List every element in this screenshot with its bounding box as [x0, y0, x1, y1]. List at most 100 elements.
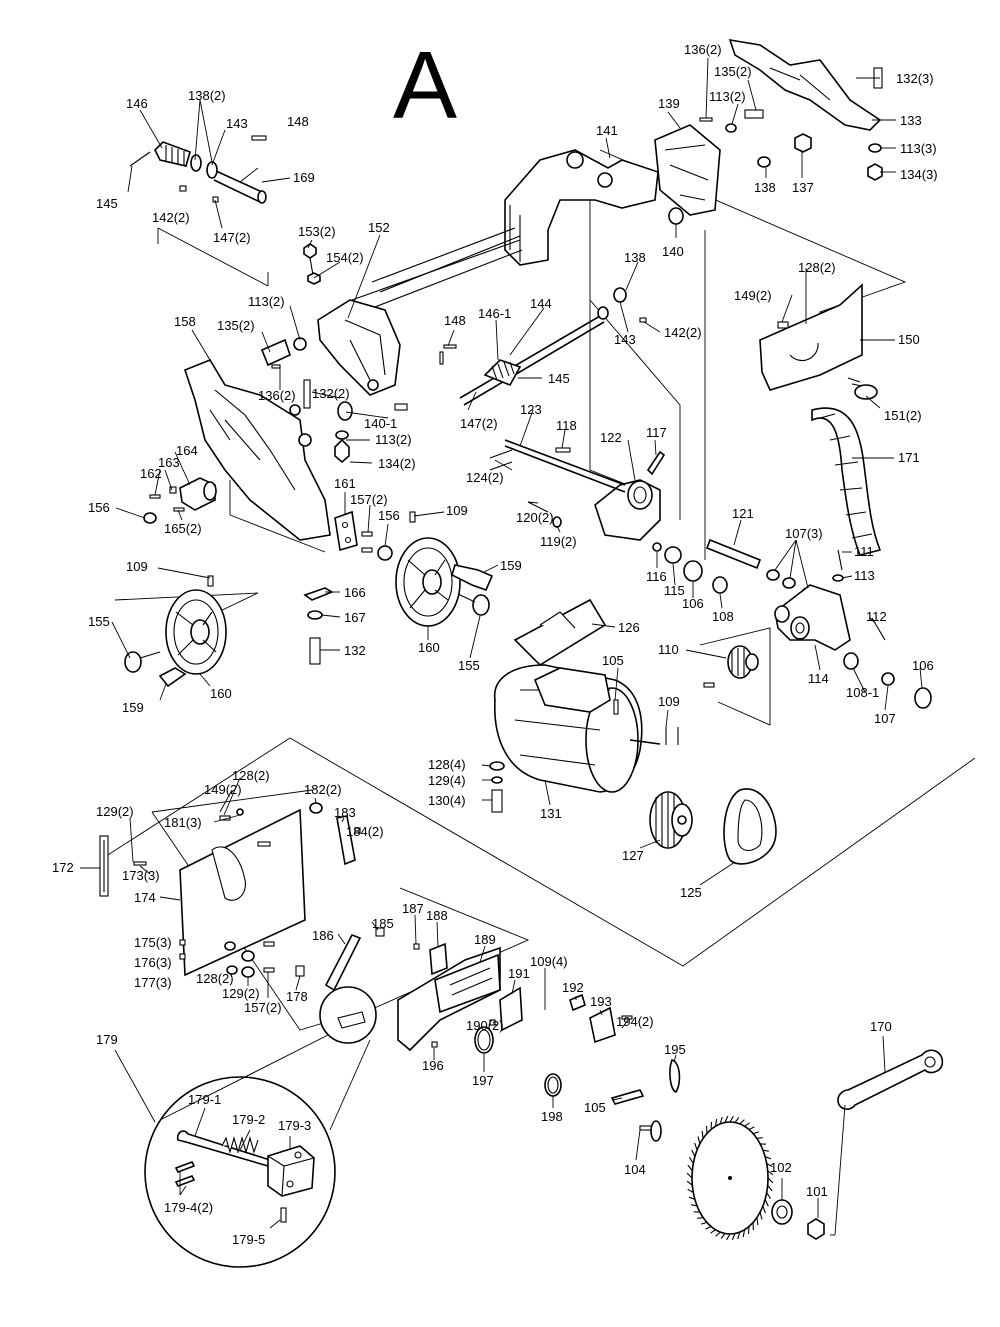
label-117: 117 — [646, 425, 667, 440]
label-137: 137 — [792, 180, 814, 195]
label-142-2: 142(2) — [152, 210, 190, 225]
label-113-3: 113(3) — [900, 141, 937, 156]
label-167: 167 — [344, 610, 366, 625]
label-161: 161 — [334, 476, 356, 491]
label-179: 179 — [96, 1032, 118, 1047]
label-108-1: 108-1 — [846, 685, 879, 700]
label-109-left: 109 — [126, 559, 148, 574]
label-132-3: 132(3) — [896, 71, 934, 86]
label-118: 118 — [556, 418, 577, 433]
motor-131 — [489, 598, 661, 813]
label-145-mid: 145 — [548, 371, 570, 386]
label-125: 125 — [680, 885, 702, 900]
label-132: 132 — [344, 643, 366, 658]
label-101: 101 — [806, 1184, 828, 1199]
handwheel-160-left — [124, 575, 227, 688]
label-144: 144 — [530, 296, 552, 311]
label-109-mid: 109 — [446, 503, 468, 518]
label-141: 141 — [596, 123, 618, 138]
label-133: 133 — [900, 113, 922, 128]
label-110: 110 — [658, 642, 679, 657]
label-114: 114 — [808, 671, 829, 686]
label-183: 183 — [334, 805, 356, 820]
label-152: 152 — [368, 220, 390, 235]
label-164: 164 — [176, 443, 198, 458]
label-156-mid: 156 — [378, 508, 400, 523]
cover-150 — [759, 283, 878, 400]
label-147-2-mid: 147(2) — [460, 416, 498, 431]
guide-rods — [351, 227, 523, 313]
label-142-2-mid: 142(2) — [664, 325, 702, 340]
casting-158 — [184, 359, 408, 541]
label-175-3: 175(3) — [134, 935, 172, 950]
label-149-2-top: 149(2) — [734, 288, 772, 303]
label-112: 112 — [866, 609, 887, 624]
label-122: 122 — [600, 430, 622, 445]
label-104: 104 — [624, 1162, 646, 1177]
label-129-4: 129(4) — [428, 773, 466, 788]
label-127: 127 — [622, 848, 644, 863]
label-169: 169 — [293, 170, 315, 185]
label-148-mid: 148 — [444, 313, 466, 328]
leader-lines — [80, 57, 923, 1236]
label-188: 188 — [426, 908, 448, 923]
label-143: 143 — [226, 116, 248, 131]
label-150: 150 — [898, 332, 920, 347]
label-157-2-mid: 157(2) — [350, 492, 388, 507]
trunnion-arm-assembly — [504, 38, 883, 266]
label-106-mid: 106 — [682, 596, 704, 611]
label-179-1: 179-1 — [188, 1092, 221, 1107]
label-151-2: 151(2) — [884, 408, 922, 423]
label-120-2: 120(2) — [516, 510, 554, 525]
label-177-3: 177(3) — [134, 975, 172, 990]
label-113-right: 113 — [854, 568, 875, 583]
label-186: 186 — [312, 928, 334, 943]
label-190-2: 190(2) — [466, 1018, 504, 1033]
label-135-2-mid: 135(2) — [217, 318, 255, 333]
bracket-152 — [260, 243, 401, 396]
label-146: 146 — [126, 96, 148, 111]
label-197: 197 — [472, 1073, 494, 1088]
label-109-motor: 109 — [658, 694, 680, 709]
pulley-127 — [649, 727, 693, 849]
label-165-2: 165(2) — [164, 521, 202, 536]
worm-gear-assembly-top — [129, 135, 267, 204]
label-170: 170 — [870, 1019, 892, 1034]
label-108: 108 — [712, 609, 734, 624]
label-111: 111 — [854, 544, 874, 559]
label-153-2: 153(2) — [298, 224, 336, 239]
label-128-2-top: 128(2) — [798, 260, 836, 275]
label-162: 162 — [140, 466, 162, 481]
label-146-1: 146-1 — [478, 306, 511, 321]
label-198: 198 — [541, 1109, 563, 1124]
label-179-3: 179-3 — [278, 1118, 311, 1133]
label-121: 121 — [732, 506, 754, 521]
label-187: 187 — [402, 901, 424, 916]
label-129-2-left: 129(2) — [96, 804, 134, 819]
label-115: 115 — [664, 583, 685, 598]
label-106-right: 106 — [912, 658, 934, 673]
label-138-mid: 138 — [624, 250, 646, 265]
label-128-2-bottom: 128(2) — [196, 971, 234, 986]
handwheel-160-right — [395, 511, 494, 627]
label-135-2-top: 135(2) — [714, 64, 752, 79]
diagram-letter: A — [393, 32, 457, 139]
label-140-1: 140-1 — [364, 416, 397, 431]
label-179-5: 179-5 — [232, 1232, 265, 1247]
riving-knife-assembly — [295, 927, 681, 1142]
label-145: 145 — [96, 196, 118, 211]
label-191: 191 — [508, 966, 530, 981]
label-189: 189 — [474, 932, 496, 947]
label-129-2-bottom: 129(2) — [222, 986, 260, 1001]
label-156-left: 156 — [88, 500, 110, 515]
label-136-2-top: 136(2) — [684, 42, 722, 57]
label-192: 192 — [562, 980, 584, 995]
label-138-top: 138 — [754, 180, 776, 195]
label-119-2: 119(2) — [540, 534, 577, 549]
label-128-4: 128(4) — [428, 757, 466, 772]
arbor-shaft-parts — [652, 538, 932, 709]
label-159-left: 159 — [122, 700, 144, 715]
label-149-2-low: 149(2) — [204, 782, 242, 797]
label-124-2: 124(2) — [466, 470, 504, 485]
